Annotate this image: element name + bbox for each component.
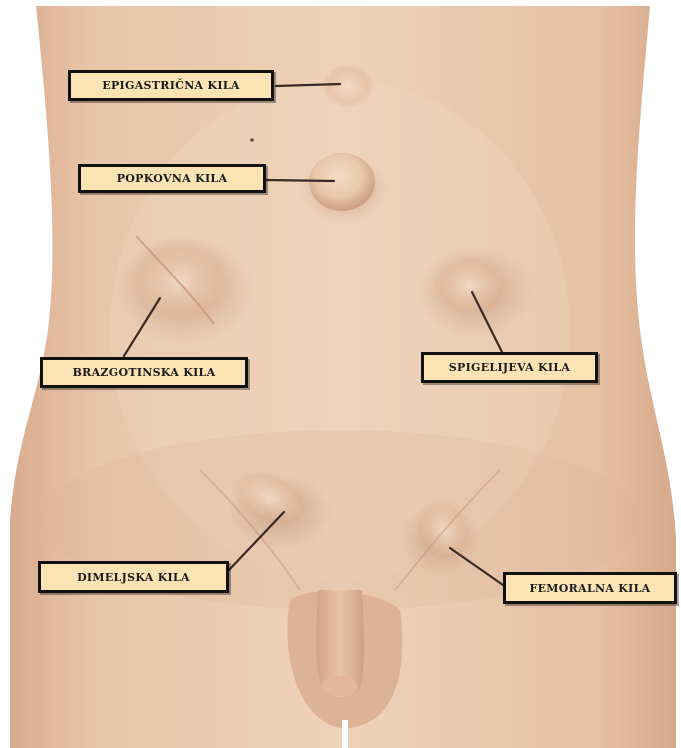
spigelian-bulge [432, 256, 508, 316]
epigastric-bulge [322, 64, 374, 108]
spigelian-hernia-label: SPIGELIJEVA KILA [421, 352, 598, 383]
epigastric-hernia-label: EPIGASTRIČNA KILA [68, 70, 274, 101]
inguinal-hernia-label: DIMELJSKA KILA [38, 561, 229, 593]
skin-mark [250, 138, 254, 142]
umbilical-bulge [309, 153, 375, 211]
umbilical-hernia-label: POPKOVNA KILA [78, 164, 266, 193]
glans [322, 676, 358, 696]
femoral-hernia-label: FEMORALNA KILA [503, 572, 677, 604]
incisional-hernia-label: BRAZGOTINSKA KILA [40, 357, 248, 388]
leader-line-umbilical [266, 180, 334, 181]
